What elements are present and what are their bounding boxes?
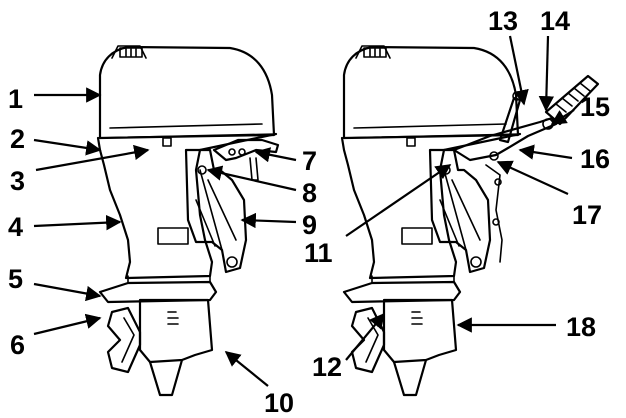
top-cowl-left (98, 45, 276, 140)
gearcase-right (382, 298, 458, 364)
callout-9: 9 (302, 210, 317, 240)
callout-4: 4 (8, 212, 23, 242)
callout-14: 14 (540, 6, 570, 36)
callout-15: 15 (580, 92, 610, 122)
callout-17: 17 (572, 200, 602, 230)
clamp-bracket-right (428, 148, 492, 274)
callout-numbers: 1 2 3 4 5 6 7 8 9 10 11 12 13 14 15 16 1… (8, 6, 610, 418)
callout-12: 12 (312, 352, 342, 382)
callout-10: 10 (264, 388, 294, 418)
callout-6: 6 (10, 330, 25, 360)
outboard-motor-right (340, 45, 600, 397)
callout-3: 3 (10, 166, 25, 196)
tiller-arm (452, 116, 558, 162)
bottom-cowl-right (340, 132, 522, 280)
cowl-logo-left (119, 47, 143, 58)
callout-16: 16 (580, 144, 610, 174)
callout-5: 5 (8, 264, 23, 294)
callout-11: 11 (304, 238, 333, 268)
callout-1: 1 (8, 84, 23, 114)
bottom-cowl-left (96, 132, 278, 280)
callout-8: 8 (302, 178, 317, 208)
callout-2: 2 (10, 124, 25, 154)
callout-arrows (33, 35, 575, 387)
gearcase-left (138, 298, 214, 364)
cowl-logo-right (363, 47, 387, 58)
skeg-left (148, 358, 184, 397)
callout-18: 18 (566, 312, 596, 342)
skeg-right (392, 358, 428, 397)
callout-7: 7 (302, 146, 317, 176)
clamp-bracket-left (184, 148, 248, 274)
propeller-left (106, 306, 142, 374)
tilt-lever-left (212, 138, 280, 162)
callout-13: 13 (488, 6, 518, 36)
